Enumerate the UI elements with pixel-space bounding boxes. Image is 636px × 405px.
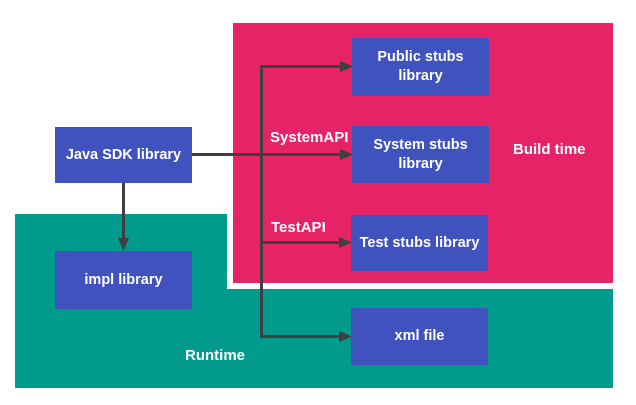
node-test-stubs-label: Test stubs library	[359, 234, 480, 251]
node-java-sdk-library: Java SDK library	[55, 127, 192, 183]
systemapi-edge-label: SystemAPI	[270, 129, 349, 146]
node-java-sdk-label: Java SDK library	[65, 146, 182, 163]
node-impl-library: impl library	[55, 251, 192, 309]
build-time-label: Build time	[513, 141, 586, 158]
node-system-stubs-library: System stubs library	[352, 126, 489, 183]
node-test-stubs-library: Test stubs library	[351, 215, 488, 271]
node-impl-label: impl library	[84, 271, 163, 288]
node-xml-label: xml file	[394, 328, 445, 344]
node-system-stubs-label: System stubs library	[373, 136, 468, 172]
testapi-edge-label: TestAPI	[271, 219, 326, 236]
node-public-stubs-library: Public stubs library	[352, 38, 489, 96]
node-public-stubs-label: Public stubs library	[377, 49, 464, 84]
node-xml-file: xml file	[351, 308, 488, 365]
runtime-label: Runtime	[185, 347, 245, 364]
